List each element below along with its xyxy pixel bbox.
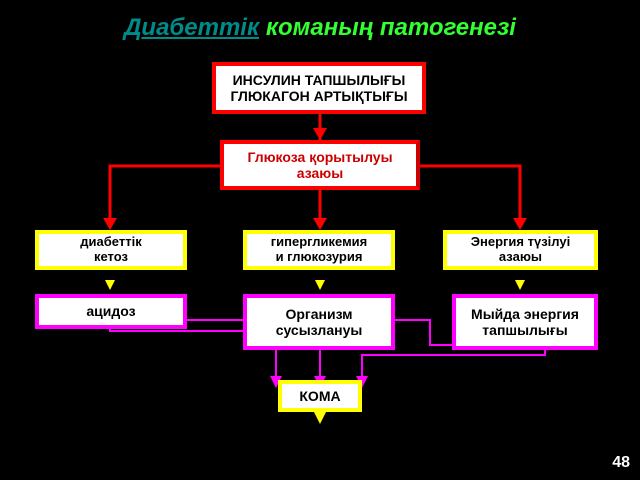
- box-brain-line1: Мыйда энергия: [471, 305, 579, 322]
- arrowhead-hyperglycemia: [313, 218, 327, 230]
- box-acidosis: ацидоз: [35, 294, 187, 329]
- box-energy-line2: азаюы: [498, 249, 543, 264]
- box-energy-decrease: Энергия түзілуі азаюы: [443, 230, 598, 270]
- box-glucose-line2: азаюы: [296, 165, 344, 181]
- arrowhead-dehydration: [315, 280, 325, 290]
- box-energy-line1: Энергия түзілуі: [470, 234, 571, 250]
- box-coma-line1: КОМА: [299, 387, 341, 404]
- box-ketosis-line2: кетоз: [93, 249, 128, 264]
- yellow-small-arrows: [105, 280, 525, 424]
- box-hyperglycemia-line1: гипергликемия: [270, 234, 368, 250]
- slide-number: 48: [612, 454, 630, 471]
- box-brain-energy-deficit: Мыйда энергия тапшылығы: [452, 294, 598, 350]
- line-acidosis-to-coma: [109, 328, 277, 376]
- box-insulin-deficiency: ИНСУЛИН ТАПШЫЛЫҒЫ ГЛЮКАГОН АРТЫҚТЫҒЫ: [212, 62, 426, 114]
- box-acidosis-line1: ацидоз: [86, 303, 136, 320]
- slide-title: Диабеттік команың патогенезі: [0, 14, 640, 42]
- box-diabetic-ketosis: диабеттік кетоз: [35, 230, 187, 270]
- arrowhead-coma-right: [356, 376, 368, 388]
- box-ketosis-line1: диабеттік: [80, 234, 142, 250]
- arrowhead-ketosis: [103, 218, 117, 230]
- box-glucose-utilization: Глюкоза қорытылуы азаюы: [220, 140, 420, 190]
- box-coma: КОМА: [278, 380, 362, 412]
- arrowhead-coma-left: [270, 376, 282, 388]
- title-word-diabetic: Диабеттік: [124, 14, 260, 41]
- arrowhead-glucose: [313, 128, 327, 140]
- arrowhead-acidosis: [105, 280, 115, 290]
- box-insulin-line1: ИНСУЛИН ТАПШЫЛЫҒЫ: [232, 71, 406, 88]
- box-insulin-line2: ГЛЮКАГОН АРТЫҚТЫҒЫ: [230, 88, 408, 104]
- arrowhead-energy: [513, 218, 527, 230]
- red-arrows: [103, 114, 527, 230]
- arrowhead-coma-out: [314, 412, 326, 424]
- arrowhead-brain: [515, 280, 525, 290]
- arrow-to-energy: [420, 164, 522, 218]
- arrow-to-ketosis: [108, 164, 220, 218]
- box-hyperglycemia-line2: и глюкозурия: [275, 249, 363, 264]
- line-brain-to-coma: [361, 350, 546, 376]
- box-glucose-line1: Глюкоза қорытылуы: [247, 148, 393, 165]
- box-dehydration-line1: Организм: [285, 305, 353, 322]
- box-dehydration-line2: сусызлануы: [275, 322, 363, 338]
- box-hyperglycemia: гипергликемия и глюкозурия: [243, 230, 395, 270]
- title-rest: команың патогенезі: [265, 14, 516, 41]
- box-dehydration: Организм сусызлануы: [243, 294, 395, 350]
- box-brain-line2: тапшылығы: [482, 322, 568, 338]
